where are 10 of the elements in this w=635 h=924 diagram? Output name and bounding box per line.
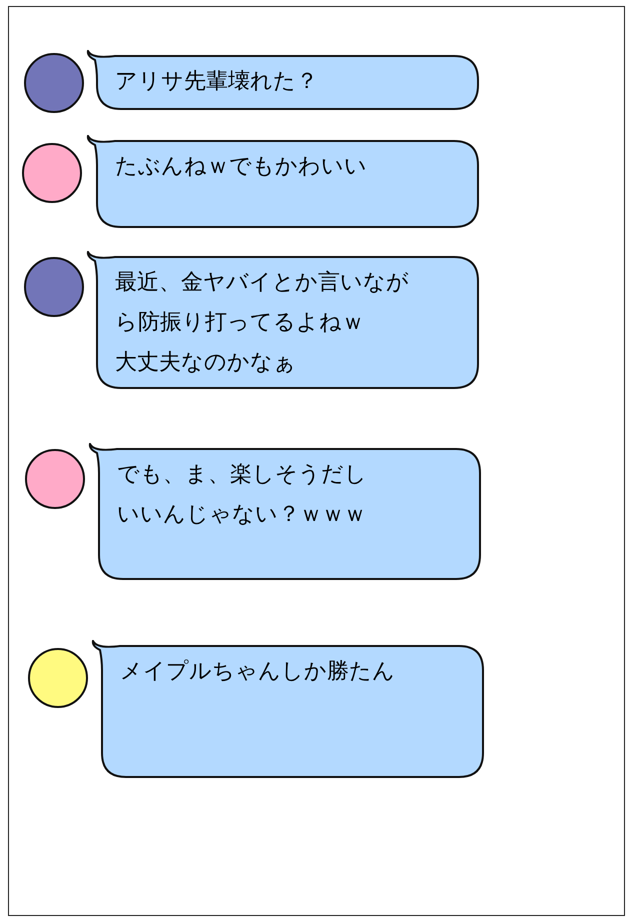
speech-bubble (90, 640, 485, 779)
message-text: アリサ先輩壊れた？ (115, 68, 318, 96)
speech-bubble (85, 50, 480, 111)
message-text: メイプルちゃんしか勝たん (120, 658, 395, 686)
speech-bubble (85, 135, 480, 229)
message-text: たぶんねｗでもかわいい (115, 153, 367, 181)
message-text: でも、ま、楽しそうだしいいんじゃない？ｗｗｗ (117, 461, 367, 529)
speech-bubble (85, 251, 480, 390)
speech-bubble (87, 443, 482, 581)
message-text: 最近、金ヤバイとか言いながら防振り打ってるよねｗ大丈夫なのかなぁ (115, 269, 409, 377)
